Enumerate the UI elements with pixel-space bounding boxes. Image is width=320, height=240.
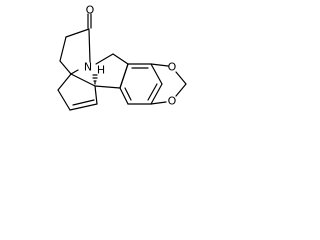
bond-ar-1-2 <box>119 63 129 89</box>
bond-ch-ch-double-b <box>72 99 95 106</box>
bond-ar-3-4 <box>150 63 163 85</box>
bond-ch-methine <box>94 85 98 105</box>
nitrogen-label: N <box>84 61 92 74</box>
dioxole-oxygen-lower-label: O <box>168 95 177 108</box>
bond-methine-spiro <box>70 73 96 87</box>
bond-n-ch2 <box>95 53 114 65</box>
bond-spiro-ch2 <box>57 73 72 91</box>
bond-spiro-n <box>70 69 79 75</box>
bond-ch2-ch2 <box>59 36 67 62</box>
dioxole-oxygen-upper-label: O <box>168 61 177 74</box>
bond-o-ar-lower <box>150 101 167 105</box>
bond-ar-inner-c <box>124 87 132 101</box>
stereo-hydrogen-label: H <box>97 64 105 77</box>
bond-ar-4-5 <box>150 83 163 105</box>
bond-ch2-spiro <box>59 60 72 75</box>
bond-ar-o-upper <box>150 63 169 67</box>
bond-ch2-o-lower <box>175 83 187 97</box>
bond-o-ch2-upper <box>175 71 187 85</box>
bond-n-carbonyl <box>88 29 91 63</box>
bond-ch2-ch2-benzylic <box>112 53 129 65</box>
bond-ch2-ch <box>57 89 71 111</box>
bond-methine-aryl <box>94 85 121 89</box>
stereo-hash-bond <box>92 74 98 85</box>
bond-ch-ch-double-a <box>69 103 98 111</box>
bond-ar-inner-b <box>147 83 158 101</box>
bond-carbonyl-ch2 <box>65 28 90 38</box>
bond-ar-6-1 <box>119 87 129 105</box>
carbonyl-oxygen-label: O <box>86 4 95 17</box>
chemical-structure-diagram: O N H O O <box>57 4 187 111</box>
